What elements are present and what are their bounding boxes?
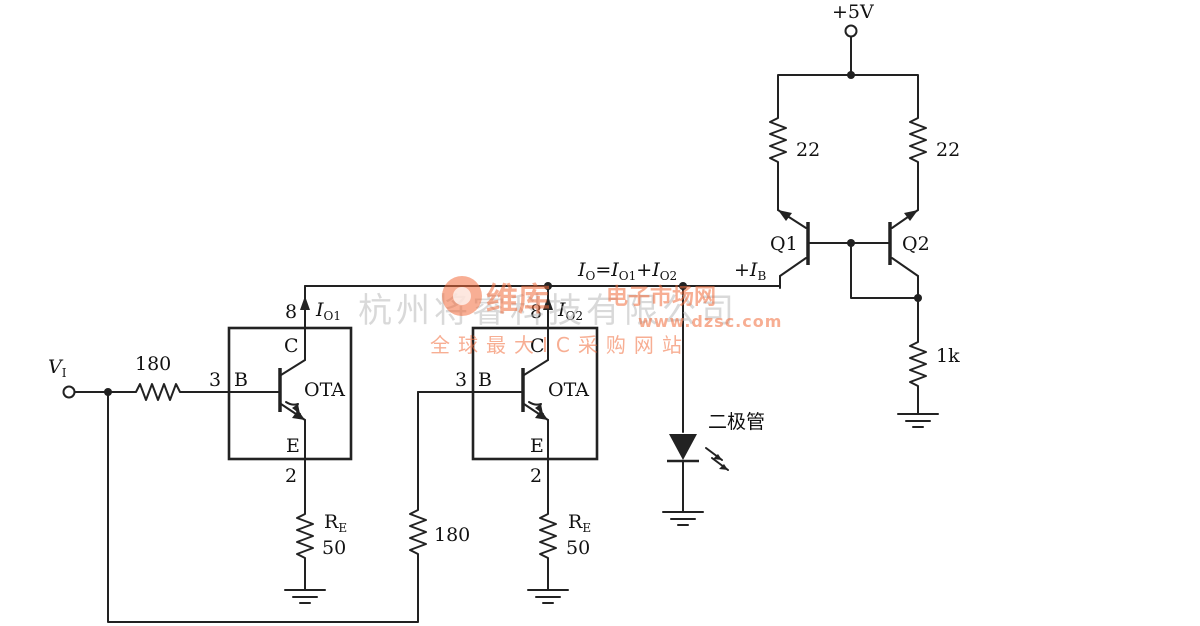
watermark-brand: 维库 [486,280,550,318]
resistor-input-value: 180 [135,353,171,375]
ota1-current-label: IO1 [315,299,341,323]
resistor-1k [909,334,927,415]
diode-label: 二极管 [708,411,765,433]
ground-ota1 [284,589,326,604]
transistor-q1 [777,171,810,289]
resistor-q2-emitter [909,109,927,173]
supply-terminal [844,24,858,38]
ota1-box [227,326,353,461]
ota2-current-arrow [543,296,553,310]
re1-value: 50 [322,537,346,559]
diode-symbol [667,434,729,471]
ground-q2 [897,413,939,428]
resistor-re1 [296,508,314,591]
ota2-name: OTA [548,379,589,401]
resistor-q2-value: 22 [936,139,960,161]
re2-name: RE [568,511,591,535]
q1-label: Q1 [770,233,798,255]
input-label: VI [48,356,67,380]
watermark-url: www.dzsc.com [638,312,782,331]
input-terminal [62,385,76,399]
ground-ota2 [527,589,569,604]
ota2-pin-b: 3 [455,369,467,391]
watermark-company: 杭州将睿科技有限公司 [358,291,738,331]
ota1-pin-b: 3 [209,369,221,391]
ota1-c-label: C [284,335,299,357]
ota2-b-label: B [478,369,492,391]
ota2-c-label: C [530,335,545,357]
ota1-e-label: E [286,435,300,457]
ota1-transistor [278,359,306,510]
ota1-pin-e: 2 [285,465,297,487]
resistor-input-180 [129,383,183,401]
wire-feedback [107,391,419,623]
bias-current-label: +IB [734,259,766,283]
re2-value: 50 [566,537,590,559]
resistor-q1-value: 22 [796,139,820,161]
ota2-e-label: E [530,435,544,457]
re1-name: RE [324,511,347,535]
ota1-b-label: B [234,369,248,391]
ota1-name: OTA [304,379,345,401]
ota2-box [471,326,599,461]
ota2-pin-e: 2 [530,465,542,487]
resistor-1k-value: 1k [936,345,960,367]
ota2-current-label: IO2 [557,299,583,323]
ground-diode [662,511,704,526]
wire-top-rail [777,74,919,111]
resistor-feedback-180 [409,391,427,561]
q2-label: Q2 [902,233,930,255]
resistor-re2 [539,508,557,591]
ota2-transistor [521,359,549,510]
watermark-slogan: 全球最大IC采购网站 [430,333,690,357]
ota2-pin-c: 8 [530,301,542,323]
ota1-pin-c: 8 [285,301,297,323]
resistor-q1-emitter [769,109,787,173]
watermark-market: 电子市场网 [606,284,716,310]
wire-mirror [850,242,919,299]
ota1-current-arrow [300,296,310,310]
watermark: 杭州将睿科技有限公司 维库 电子市场网 www.dzsc.com 全球最大IC采… [358,276,782,357]
supply-label: +5V [832,1,874,23]
resistor-feedback-value: 180 [434,524,470,546]
equation-label: IO=IO1+IO2 [577,259,677,283]
